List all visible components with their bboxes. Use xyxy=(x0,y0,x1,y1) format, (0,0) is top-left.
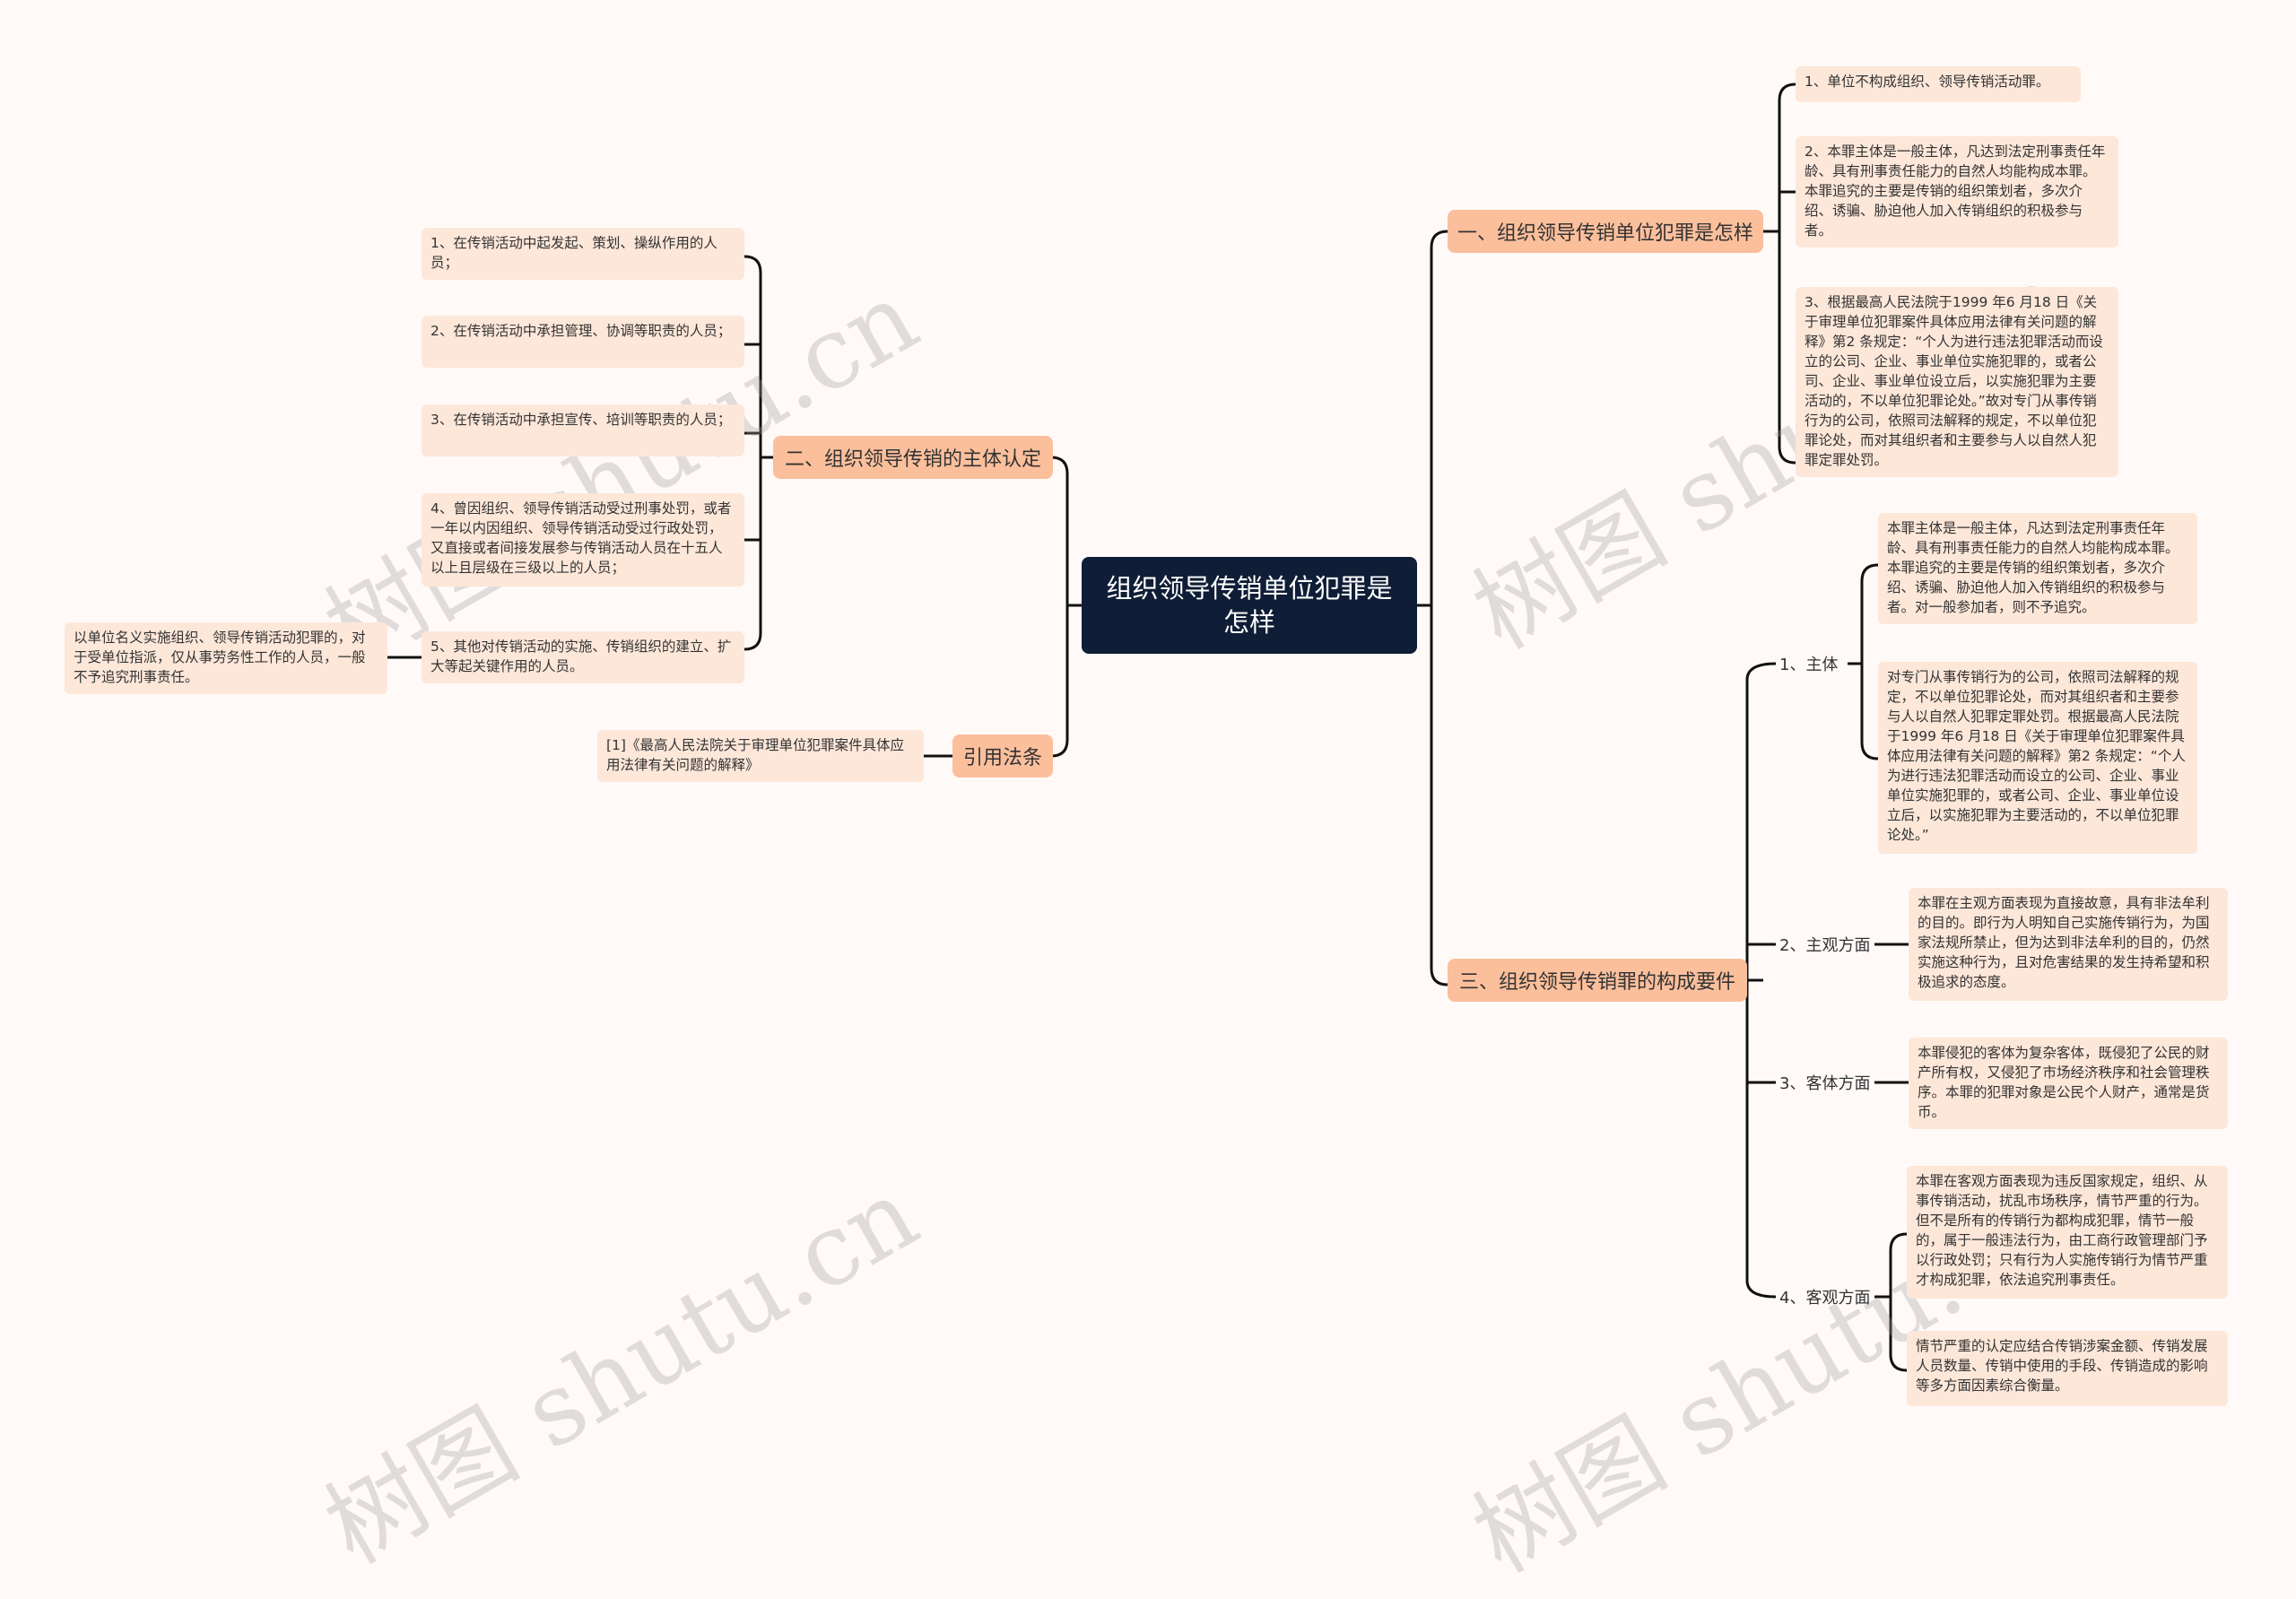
branch-label: 引用法条 xyxy=(962,747,1042,769)
leaf-node[interactable]: 2、本罪主体是一般主体，凡达到法定刑事责任年龄、具有刑事责任能力的自然人均能构成… xyxy=(1796,136,2118,248)
leaf-text: 4、曾因组织、领导传销活动受过刑事处罚，或者一年以内因组织、领导传销活动受过行政… xyxy=(430,500,732,576)
branch-label: 三、组织领导传销罪的构成要件 xyxy=(1458,971,1735,994)
leaf-text: 3、在传销活动中承担宣传、培训等职责的人员； xyxy=(430,412,732,428)
sub-node-subject[interactable]: 1、主体 xyxy=(1779,651,1848,676)
connector xyxy=(1430,230,1448,986)
sub-node-object[interactable]: 3、客体方面 xyxy=(1779,1070,1874,1095)
leaf-text: 本罪在客观方面表现为违反国家规定，组织、从事传销活动，扰乱市场秩序，情节严重的行… xyxy=(1916,1173,2208,1288)
citation-node[interactable]: [1]《最高人民法院关于审理单位犯罪案件具体应用法律有关问题的解释》 xyxy=(597,730,924,782)
leaf-text: 3、根据最高人民法院于1999 年6 月18 日《关于审理单位犯罪案件具体应用法… xyxy=(1805,294,2103,468)
root-title: 组织领导传销单位犯罪是怎样 xyxy=(1106,573,1393,638)
sub-label: 1、主体 xyxy=(1779,656,1839,674)
connector xyxy=(1745,662,1777,1299)
leaf-text: 本罪主体是一般主体，凡达到法定刑事责任年龄、具有刑事责任能力的自然人均能构成本罪… xyxy=(1887,520,2179,615)
branch-node-2[interactable]: 二、组织领导传销的主体认定 xyxy=(773,436,1053,479)
leaf-text: 本罪侵犯的客体为复杂客体，既侵犯了公民的财产所有权，又侵犯了市场经济秩序和社会管… xyxy=(1918,1045,2210,1120)
citation-text: [1]《最高人民法院关于审理单位犯罪案件具体应用法律有关问题的解释》 xyxy=(606,737,904,773)
leaf-node[interactable]: 4、曾因组织、领导传销活动受过刑事处罚，或者一年以内因组织、领导传销活动受过行政… xyxy=(422,493,744,587)
leaf-node[interactable]: 2、在传销活动中承担管理、协调等职责的人员； xyxy=(422,316,744,368)
sub-node-objective[interactable]: 4、客观方面 xyxy=(1779,1284,1874,1309)
leaf-node[interactable]: 5、其他对传销活动的实施、传销组织的建立、扩大等起关键作用的人员。 xyxy=(422,631,744,683)
leaf-text: 1、单位不构成组织、领导传销活动罪。 xyxy=(1805,74,2050,90)
connector xyxy=(1889,1232,1908,1372)
leaf-node[interactable]: 情节严重的认定应结合传销涉案金额、传销发展人员数量、传销中使用的手段、传销造成的… xyxy=(1907,1331,2228,1406)
note-node[interactable]: 以单位名义实施组织、领导传销活动犯罪的，对于受单位指派，仅从事劳务性工作的人员，… xyxy=(65,622,387,694)
root-node[interactable]: 组织领导传销单位犯罪是怎样 xyxy=(1082,557,1417,654)
sub-label: 2、主观方面 xyxy=(1779,936,1871,955)
leaf-node[interactable]: 本罪在主观方面表现为直接故意，具有非法牟利的目的。即行为人明知自己实施传销行为，… xyxy=(1909,888,2228,1001)
connector xyxy=(1860,563,1879,760)
leaf-text: 5、其他对传销活动的实施、传销组织的建立、扩大等起关键作用的人员。 xyxy=(430,639,732,674)
leaf-node[interactable]: 3、根据最高人民法院于1999 年6 月18 日《关于审理单位犯罪案件具体应用法… xyxy=(1796,287,2118,477)
note-text: 以单位名义实施组织、领导传销活动犯罪的，对于受单位指派，仅从事劳务性工作的人员，… xyxy=(74,630,366,685)
connector-lines xyxy=(387,83,1909,1372)
leaf-node[interactable]: 本罪侵犯的客体为复杂客体，既侵犯了公民的财产所有权，又侵犯了市场经济秩序和社会管… xyxy=(1909,1038,2228,1129)
branch-label: 二、组织领导传销的主体认定 xyxy=(784,448,1041,471)
leaf-node[interactable]: 3、在传销活动中承担宣传、培训等职责的人员； xyxy=(422,404,744,456)
leaf-node[interactable]: 1、单位不构成组织、领导传销活动罪。 xyxy=(1796,66,2081,102)
branch-node-citation[interactable]: 引用法条 xyxy=(952,734,1053,778)
leaf-text: 1、在传销活动中起发起、策划、操纵作用的人员； xyxy=(430,235,718,271)
leaf-text: 2、在传销活动中承担管理、协调等职责的人员； xyxy=(430,323,732,339)
sub-label: 4、客观方面 xyxy=(1779,1289,1871,1308)
leaf-text: 情节严重的认定应结合传销涉案金额、传销发展人员数量、传销中使用的手段、传销造成的… xyxy=(1916,1338,2208,1394)
sub-label: 3、客体方面 xyxy=(1779,1074,1871,1093)
leaf-text: 本罪在主观方面表现为直接故意，具有非法牟利的目的。即行为人明知自己实施传销行为，… xyxy=(1918,895,2210,990)
leaf-node[interactable]: 对专门从事传销行为的公司，依照司法解释的规定，不以单位犯罪论处，而对其组织者和主… xyxy=(1878,662,2197,854)
connector xyxy=(1050,456,1069,758)
branch-node-3[interactable]: 三、组织领导传销罪的构成要件 xyxy=(1448,959,1747,1002)
connector xyxy=(1778,83,1796,465)
leaf-text: 对专门从事传销行为的公司，依照司法解释的规定，不以单位犯罪论处，而对其组织者和主… xyxy=(1887,669,2186,843)
leaf-node[interactable]: 1、在传销活动中起发起、策划、操纵作用的人员； xyxy=(422,228,744,280)
branch-node-1[interactable]: 一、组织领导传销单位犯罪是怎样 xyxy=(1448,210,1763,253)
branch-label: 一、组织领导传销单位犯罪是怎样 xyxy=(1457,222,1753,245)
sub-node-subjective[interactable]: 2、主观方面 xyxy=(1779,932,1874,957)
leaf-text: 2、本罪主体是一般主体，凡达到法定刑事责任年龄、具有刑事责任能力的自然人均能构成… xyxy=(1805,143,2106,239)
leaf-node[interactable]: 本罪主体是一般主体，凡达到法定刑事责任年龄、具有刑事责任能力的自然人均能构成本罪… xyxy=(1878,513,2197,624)
connector xyxy=(744,255,762,651)
leaf-node[interactable]: 本罪在客观方面表现为违反国家规定，组织、从事传销活动，扰乱市场秩序，情节严重的行… xyxy=(1907,1166,2228,1299)
